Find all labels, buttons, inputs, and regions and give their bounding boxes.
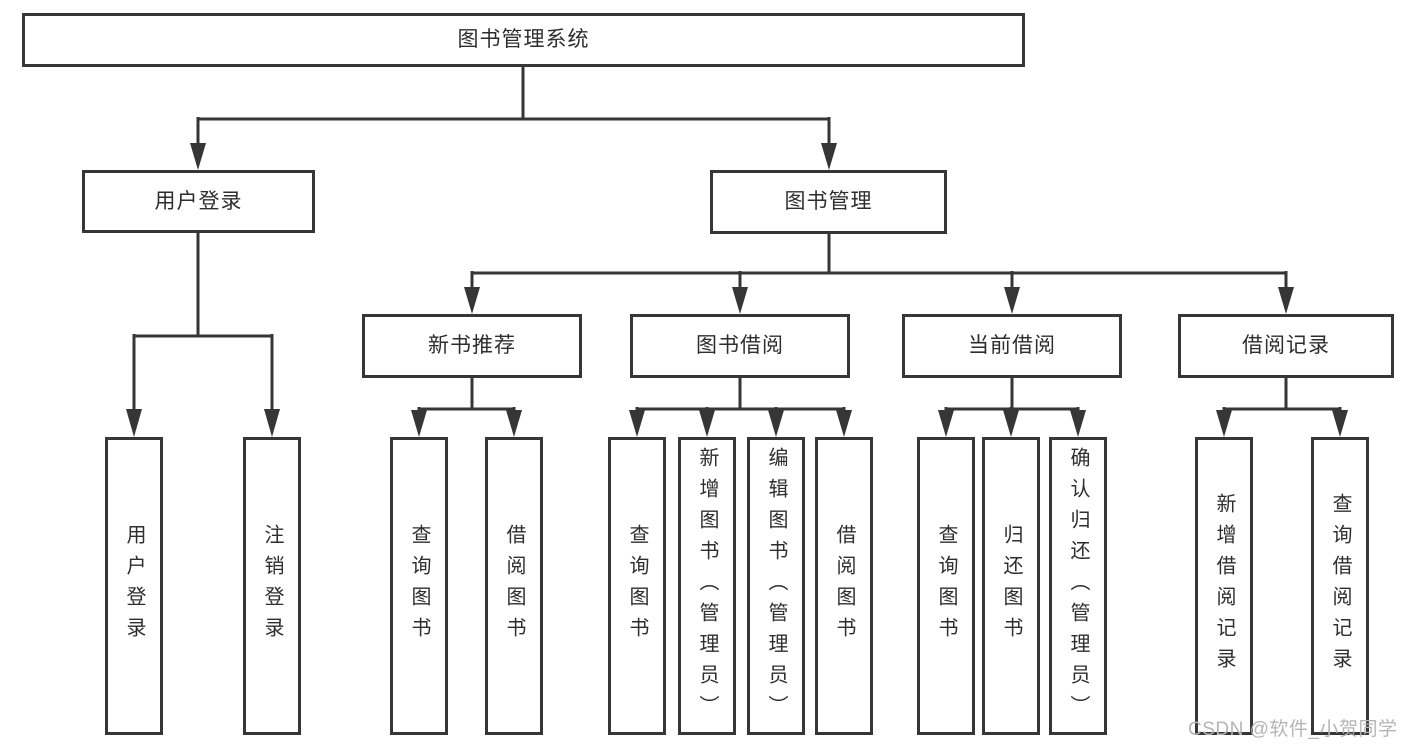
connector-book-mgmt — [470, 234, 1288, 290]
arrowhead-icon — [411, 410, 427, 437]
connector-user-login — [132, 233, 274, 414]
arrowhead-icon — [464, 287, 480, 314]
arrowhead-icon — [1070, 410, 1086, 437]
arrowheads — [126, 143, 1348, 437]
arrowhead-icon — [629, 410, 645, 437]
arrowhead-icon — [836, 410, 852, 437]
node-book-management: 图书管理 — [710, 170, 947, 234]
arrowhead-icon — [1332, 410, 1348, 437]
leaf-borrow-borrow-books: 借阅图书 — [815, 437, 873, 735]
arrowhead-icon — [1004, 287, 1020, 314]
arrowhead-icon — [1278, 287, 1294, 314]
arrowhead-icon — [732, 287, 748, 314]
node-book-borrow: 图书借阅 — [630, 314, 850, 378]
arrowhead-icon — [821, 143, 837, 170]
watermark: CSDN @软件_小贺同学 — [1188, 719, 1398, 740]
leaf-newbook-borrow-books: 借阅图书 — [485, 437, 543, 735]
leaf-logout: 注销登录 — [243, 437, 301, 735]
arrowhead-icon — [264, 409, 280, 437]
leaf-records-add-record: 新增借阅记录 — [1195, 437, 1253, 735]
node-root: 图书管理系统 — [22, 13, 1025, 67]
connector-root — [196, 67, 831, 148]
connector-current-borrow — [944, 378, 1080, 413]
leaf-records-query-record: 查询借阅记录 — [1311, 437, 1369, 735]
node-new-book-recommend: 新书推荐 — [362, 314, 582, 378]
node-current-borrow: 当前借阅 — [902, 314, 1122, 378]
leaf-borrow-add-books-admin: 新增图书（管理员） — [678, 437, 736, 735]
connector-borrow-records — [1222, 378, 1342, 413]
arrowhead-icon — [938, 410, 954, 437]
leaf-borrow-query-books: 查询图书 — [608, 437, 666, 735]
arrowhead-icon — [1216, 410, 1232, 437]
arrowhead-icon — [126, 409, 142, 437]
leaf-current-query-books: 查询图书 — [917, 437, 975, 735]
node-borrow-records: 借阅记录 — [1178, 314, 1394, 378]
node-user-login: 用户登录 — [82, 170, 315, 233]
connector-book-borrow — [635, 378, 846, 413]
leaf-user-login: 用户登录 — [105, 437, 163, 735]
arrowhead-icon — [699, 410, 715, 437]
leaf-borrow-edit-books-admin: 编辑图书（管理员） — [747, 437, 805, 735]
arrowhead-icon — [506, 410, 522, 437]
leaf-current-confirm-return-admin: 确认归还（管理员） — [1049, 437, 1107, 735]
connector-paths — [132, 67, 1342, 414]
leaf-current-return-books: 归还图书 — [982, 437, 1040, 735]
arrowhead-icon — [1003, 410, 1019, 437]
leaf-newbook-query-books: 查询图书 — [390, 437, 448, 735]
connector-new-books — [417, 378, 516, 413]
arrowhead-icon — [768, 410, 784, 437]
arrowhead-icon — [190, 143, 206, 170]
